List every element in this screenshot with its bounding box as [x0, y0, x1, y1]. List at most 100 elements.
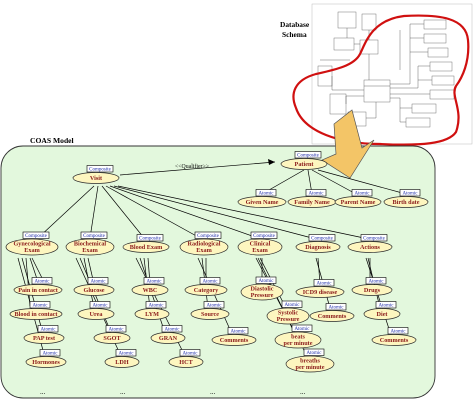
node-label: Given Name [246, 199, 279, 206]
node-label: Patient [295, 161, 315, 168]
atomic-tag: Atomic [403, 191, 419, 196]
atomic-tag-box [29, 301, 51, 309]
ellipsis-3: ... [210, 388, 216, 396]
node-label: Urea [90, 311, 103, 318]
node-oval [77, 308, 115, 320]
node-oval [211, 334, 257, 346]
node-oval [9, 308, 63, 320]
node-label: Pressure [277, 316, 300, 323]
composite-tag: Composite [89, 167, 111, 172]
node-label: Blood Exam [130, 244, 163, 251]
node-oval [334, 196, 382, 208]
node-oval [285, 355, 335, 373]
composite-tag-box [194, 231, 222, 239]
atomic-tag: Atomic [183, 351, 199, 356]
atomic-tag: Atomic [207, 303, 223, 308]
atomic-tag-box [105, 325, 127, 333]
atomic-tag: Atomic [203, 279, 219, 284]
atomic-tag: Atomic [43, 351, 59, 356]
node-oval [184, 284, 228, 296]
atomic-tag: Atomic [109, 327, 125, 332]
node-label: Exam [252, 247, 268, 254]
atomic-tag-box [365, 277, 387, 285]
atomic-tag-box [145, 301, 167, 309]
atomic-tag: Atomic [33, 303, 49, 308]
node-oval [65, 238, 115, 256]
node-label: Category [194, 287, 219, 294]
node-label: Actions [360, 244, 381, 251]
atomic-tag: Atomic [165, 327, 181, 332]
atomic-tag-box [255, 189, 277, 197]
node-label: Comments [380, 337, 409, 344]
node-label: Blood in contact [15, 311, 59, 318]
atomic-tag-box [37, 325, 59, 333]
mapping-arrow [321, 109, 375, 179]
composite-tag-box [360, 234, 388, 242]
atomic-tag: Atomic [329, 305, 345, 310]
node-oval [347, 241, 393, 253]
node-label: Systolic [278, 310, 299, 317]
composite-tag: Composite [25, 234, 47, 239]
ellipsis-2: ... [120, 388, 126, 396]
node-label: Radiological [187, 241, 220, 248]
atomic-tag: Atomic [285, 303, 301, 308]
node-label: per minute [284, 340, 313, 347]
node-label: Drugs [364, 287, 381, 294]
node-oval [131, 284, 169, 296]
node-oval [237, 196, 287, 208]
composite-tag-box [308, 234, 336, 242]
atomic-tag: Atomic [391, 329, 407, 334]
atomic-tag: Atomic [231, 329, 247, 334]
atomic-tag-box [399, 189, 421, 197]
node-oval [13, 284, 63, 296]
node-label: Biochemical [74, 241, 107, 248]
atomic-tag: Atomic [35, 279, 51, 284]
schema-title-line1: Database [280, 20, 310, 29]
node-label: Diagnosis [305, 244, 331, 251]
node-label: Exam [24, 247, 40, 254]
atomic-tag: Atomic [369, 279, 385, 284]
atomic-tag-box [31, 277, 53, 285]
node-label: ICD9 disease [303, 289, 338, 296]
node-oval [134, 308, 170, 320]
atomic-tag-box [143, 277, 165, 285]
node-label: breaths [300, 358, 320, 365]
